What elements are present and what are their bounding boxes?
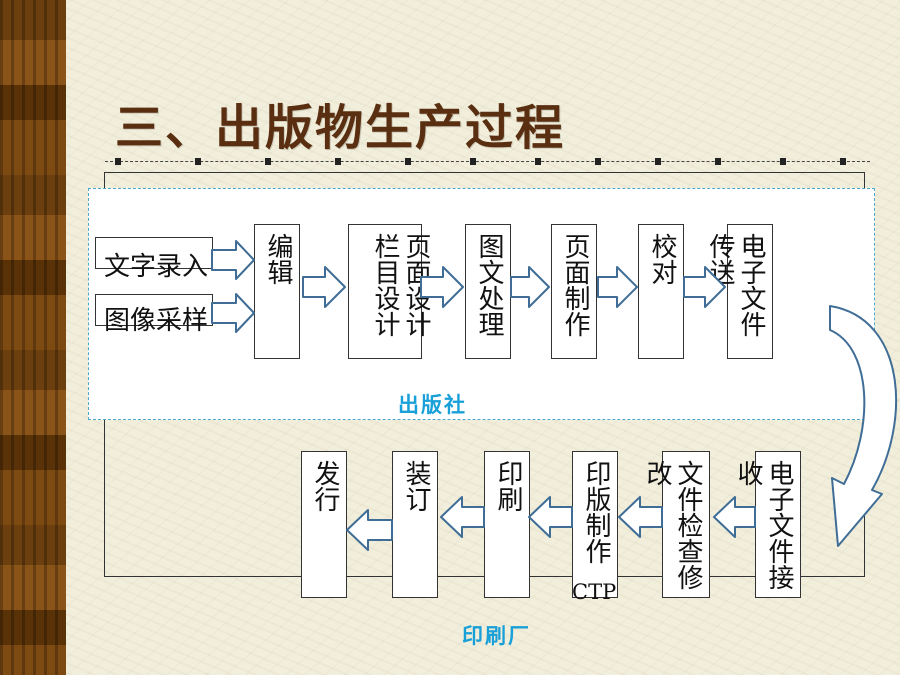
step-image-text-processing: 图文处理 [465, 224, 511, 359]
input-box-text-entry [95, 237, 213, 269]
publisher-label: 出版社 [398, 393, 467, 417]
arrow-right-icon [510, 266, 550, 308]
arrow-left-icon [713, 496, 756, 538]
arrow-left-icon [528, 496, 573, 538]
step-column-page-design: 栏目设计页面设计 [348, 224, 431, 359]
step-editing: 编辑 [254, 224, 300, 359]
slide-title: 三、出版物生产过程 [115, 100, 566, 156]
curved-arrow-icon [829, 305, 898, 547]
arrow-right-icon [211, 240, 255, 280]
arrow-right-icon [420, 266, 464, 308]
step-page-making: 页面制作 [551, 224, 597, 359]
printer-label: 印刷厂 [462, 624, 531, 648]
arrow-right-icon [302, 266, 346, 308]
arrow-left-icon [618, 496, 663, 538]
step-file-transfer: 电子文件传送 [705, 224, 773, 359]
input-box-image-sampling [95, 294, 213, 326]
step-binding: 装订 [392, 451, 438, 598]
step-file-receive: 电子文件接收 [733, 451, 801, 598]
step-distribution: 发行 [301, 451, 347, 598]
step-plate-making: 印版制作 [572, 451, 618, 598]
arrow-left-icon [346, 509, 393, 551]
arrow-right-icon [597, 266, 638, 308]
arrow-right-icon [211, 293, 255, 333]
input-label-text-entry: 文字录入 [104, 252, 209, 282]
ctp-label: CTP [572, 580, 617, 604]
title-underline [105, 158, 870, 166]
wood-sidebar [0, 0, 66, 675]
arrow-right-icon [683, 266, 726, 308]
input-label-image-sampling: 图像采样 [104, 306, 209, 336]
arrow-left-icon [440, 496, 485, 538]
